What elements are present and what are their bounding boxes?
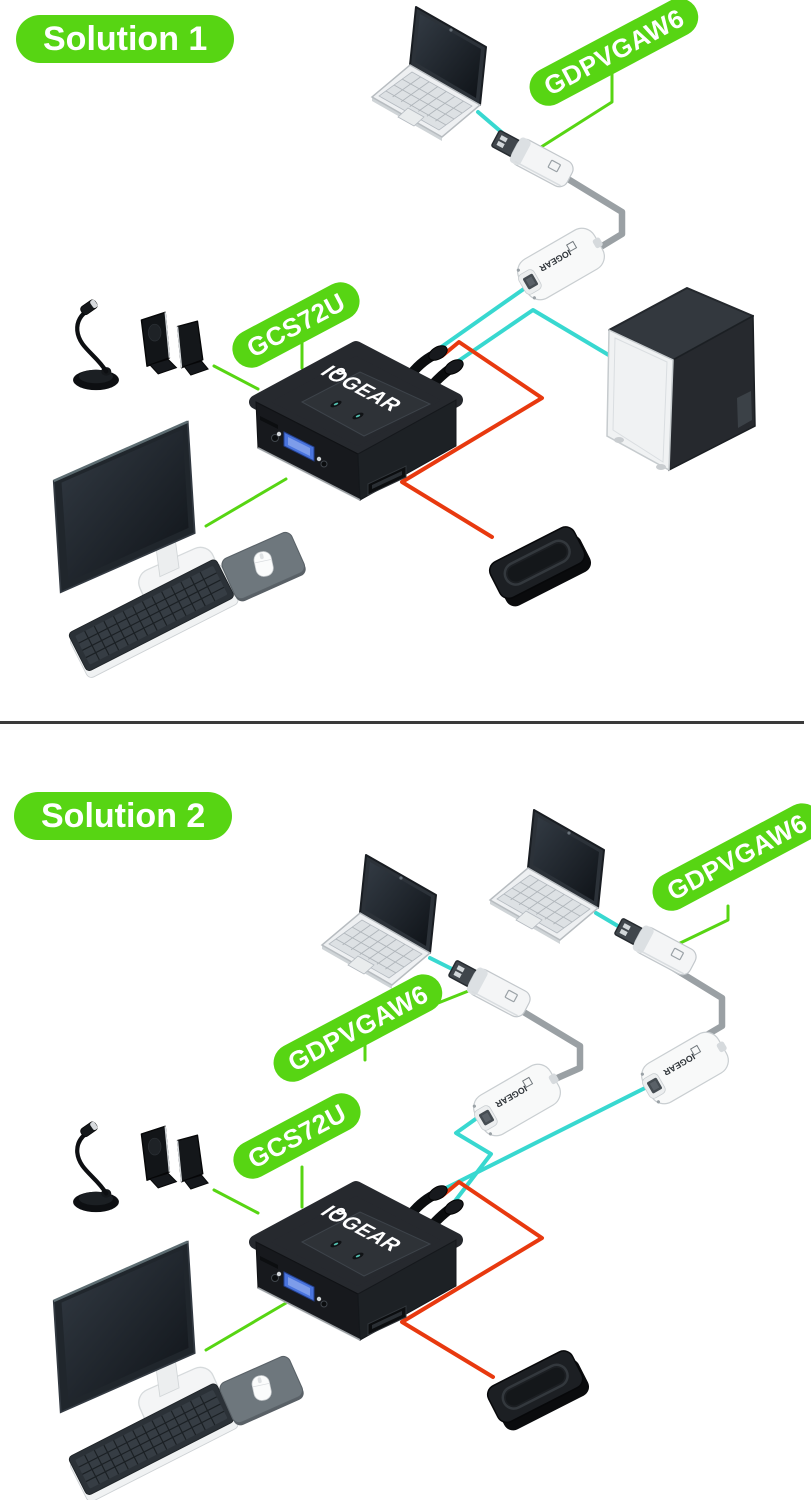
- adapter-cable-gray: [661, 959, 726, 1050]
- adapter-label-pointer-line: [536, 64, 614, 151]
- monitor-cable-green: [204, 1301, 288, 1352]
- remote-cable-red: [400, 1180, 544, 1379]
- desktop-tower-illustration: [606, 287, 756, 471]
- laptop-illustration: [371, 6, 487, 142]
- solution1-cables: [204, 64, 626, 539]
- vga-converter-illustration: [510, 220, 613, 307]
- converter-kvm-cable: [434, 1086, 647, 1195]
- kvm-tower-cable: [449, 308, 614, 368]
- remote-cable-red: [400, 340, 544, 539]
- solution1-badge: Solution 1: [16, 15, 235, 63]
- microphone-illustration: [73, 299, 119, 391]
- speaker-cable-green: [212, 364, 260, 391]
- laptop-illustration: [321, 854, 437, 990]
- solution2-cables: [204, 904, 730, 1379]
- solution2-badge: Solution 2: [14, 792, 233, 840]
- kvm-switch-illustration: [256, 1183, 466, 1340]
- kvm-switch-illustration: [256, 343, 466, 500]
- converter-kvm-cable: [435, 284, 530, 352]
- speakers-illustration: [140, 311, 209, 376]
- monitor-cable-green: [204, 477, 288, 528]
- section-divider: [0, 721, 804, 724]
- speaker-cable-green: [212, 1188, 260, 1215]
- usb-dongle-illustration: [445, 955, 534, 1021]
- vga-converter-illustration: [634, 1024, 737, 1111]
- microphone-illustration: [73, 1121, 119, 1213]
- adapter-cable-gray: [541, 161, 626, 258]
- speakers-illustration: [140, 1125, 209, 1190]
- remote-switch-illustration: [484, 521, 596, 612]
- vga-converter-illustration: [466, 1056, 569, 1143]
- usb-dongle-illustration: [488, 125, 577, 191]
- remote-switch-illustration: [482, 1345, 594, 1436]
- laptop-illustration: [489, 809, 605, 945]
- usb-dongle-illustration: [611, 913, 700, 979]
- adapter-label-pointer-line: [672, 904, 730, 948]
- adapter-cable-gray: [508, 1001, 584, 1083]
- converter-kvm-cable: [450, 1111, 493, 1207]
